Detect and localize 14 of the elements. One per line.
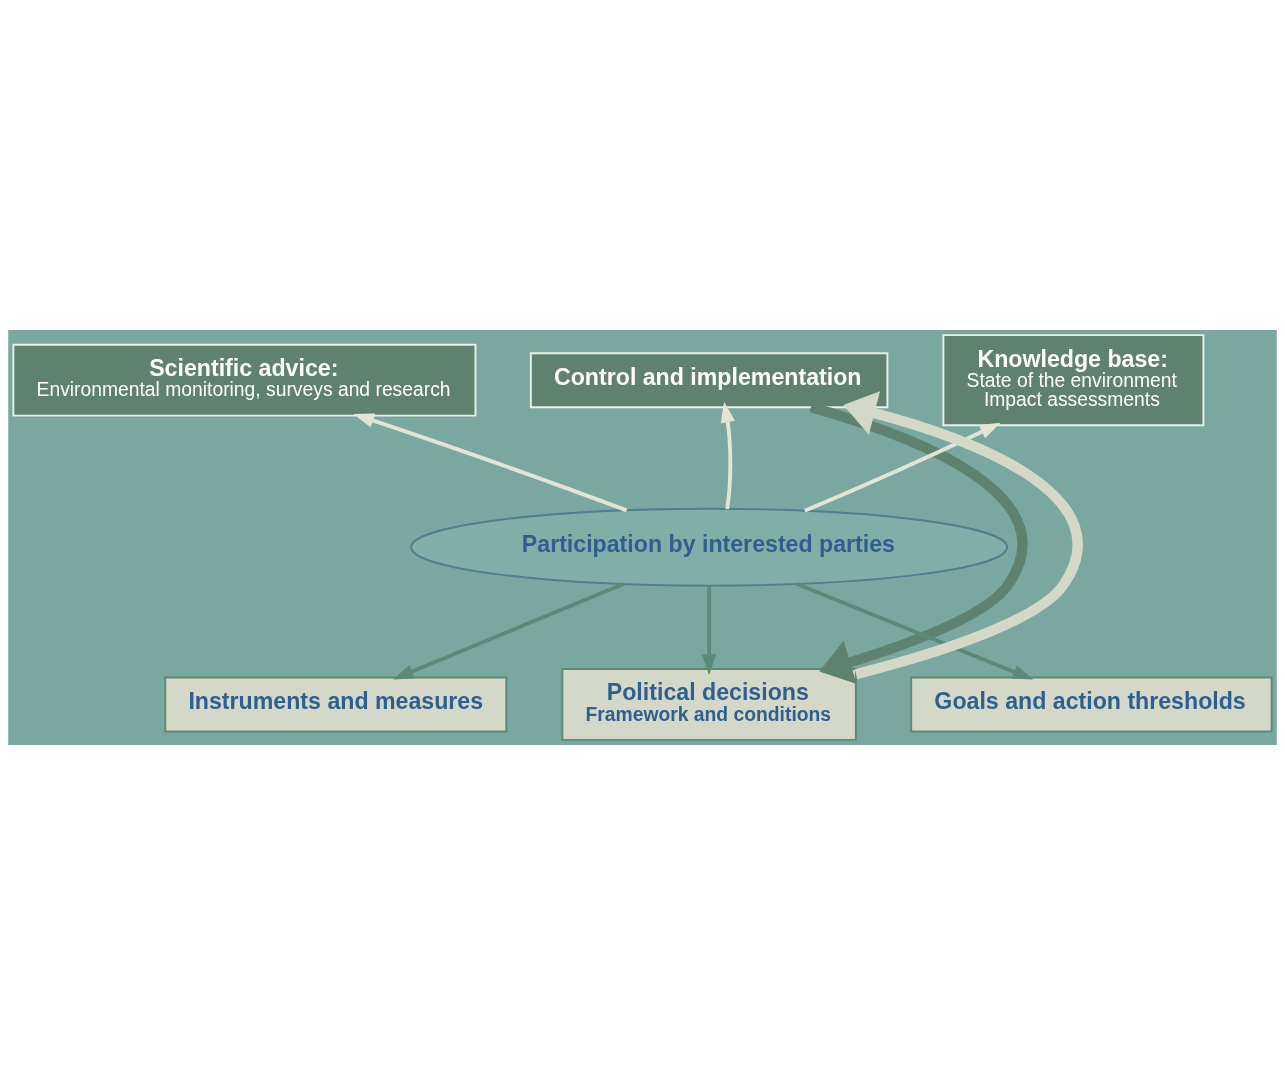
arrow (843, 391, 1083, 680)
arrow (804, 422, 1001, 513)
node-box: Political decisions Framework and conditions (561, 668, 857, 741)
arrow (701, 585, 717, 675)
arrow (720, 401, 735, 510)
node-box: Control and implementation (529, 352, 889, 409)
arrow (353, 413, 628, 513)
node-box: Instruments and measures (164, 676, 508, 733)
node-box: Knowledge base: State of the environment Impact assessments (942, 334, 1205, 427)
node-box: Goals and action thresholds (910, 676, 1273, 733)
arrow (392, 582, 625, 680)
node-box: Scientific advice: Environmental monitoring, surveys and research (12, 343, 477, 417)
node-ellipse: Participation by interested parties (410, 507, 1008, 587)
arrow (795, 581, 1034, 680)
